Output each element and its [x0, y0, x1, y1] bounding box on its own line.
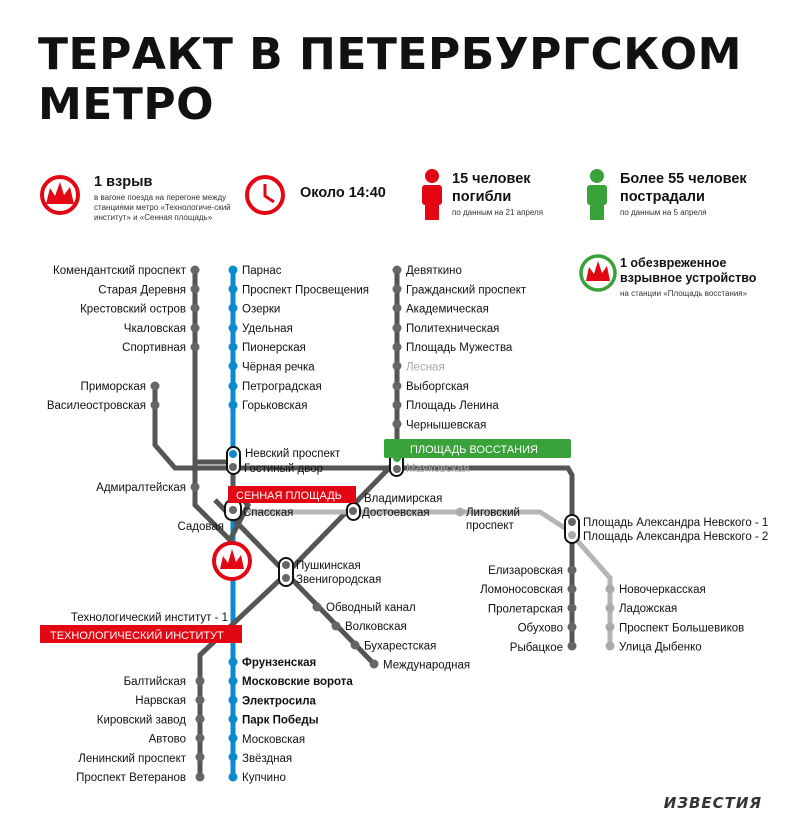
- clock-icon: [245, 175, 285, 215]
- station-label: Международная: [383, 660, 470, 672]
- station-label: Обводный канал: [326, 602, 416, 614]
- station-label: Девяткино: [406, 265, 462, 277]
- station-label: Звенигородская: [296, 574, 381, 586]
- station-label: Владимирская: [364, 493, 442, 505]
- sennaya-label: СЕННАЯ ПЛОЩАДЬ: [236, 490, 342, 502]
- station-label: Крестовский остров: [80, 304, 186, 316]
- station-label: Старая Деревня: [98, 284, 186, 296]
- explosion-icon: [40, 175, 80, 215]
- station-label: Технологический институт - 1: [71, 612, 228, 624]
- station-label: Балтийская: [124, 676, 186, 688]
- bomb-defused-icon: [579, 254, 617, 292]
- station-label: Кировский завод: [97, 714, 187, 726]
- vosstaniya-label: ПЛОЩАДЬ ВОССТАНИЯ: [410, 444, 538, 456]
- station-label: Московские ворота: [242, 676, 353, 688]
- explosions-note: в вагоне поезда на перегоне между станци…: [94, 193, 231, 222]
- station-label: Площадь Ленина: [406, 400, 499, 412]
- station-dots-dark: [150, 265, 615, 782]
- station-label: Обухово: [518, 623, 563, 635]
- station-label: Лесная: [406, 362, 445, 374]
- station-label: Спасская: [243, 507, 293, 519]
- station-label: Пушкинская: [296, 560, 361, 572]
- station-label: Проспект Ветеранов: [76, 772, 186, 784]
- station-label: Парнас: [242, 265, 282, 277]
- station-label: Озерки: [242, 304, 280, 316]
- explosion-icon: [212, 541, 252, 581]
- station-label: Удельная: [242, 323, 293, 335]
- station-label: Маяковская: [406, 463, 470, 475]
- person-icon: [587, 169, 607, 220]
- station-label: Политехническая: [406, 323, 499, 335]
- time-label: Около 14:40: [300, 185, 386, 201]
- station-label: Площадь Александра Невского - 2: [583, 531, 768, 543]
- station-label: Спортивная: [122, 342, 186, 354]
- line-dark-se: [213, 498, 377, 667]
- station-label: Автово: [149, 734, 186, 746]
- station-label: Улица Дыбенко: [619, 642, 702, 654]
- killed-note: по данным на 21 апреля: [452, 208, 544, 217]
- station-label: Чкаловская: [124, 323, 186, 335]
- station-label: Проспект Большевиков: [619, 622, 744, 634]
- station-label: Чёрная речка: [242, 362, 315, 374]
- tech-banner: ТЕХНОЛОГИЧЕСКИЙ ИНСТИТУТ: [40, 625, 242, 643]
- station-label: Звёздная: [242, 753, 292, 765]
- station-label: Бухарестская: [364, 640, 436, 652]
- station-label: Адмиралтейская: [96, 482, 186, 494]
- person-icon: [422, 169, 442, 220]
- station-label: Выборгская: [406, 381, 469, 393]
- izvestia-logo: ИЗВЕСТИЯ: [663, 794, 762, 812]
- station-label: Площадь Мужества: [406, 342, 513, 354]
- station-label: Елизаровская: [488, 565, 563, 577]
- station-label: Чернышевская: [406, 419, 486, 431]
- station-label: Горьковская: [242, 400, 307, 412]
- sennaya-banner: СЕННАЯ ПЛОЩАДЬ: [228, 486, 356, 503]
- station-label: Электросила: [242, 695, 317, 707]
- station-label: Ломоносовская: [480, 584, 563, 596]
- page-title: ТЕРАКТ В ПЕТЕРБУРГСКОМ МЕТРО: [38, 29, 742, 130]
- tech-banner-label: ТЕХНОЛОГИЧЕСКИЙ ИНСТИТУТ: [50, 629, 224, 642]
- station-label: Московская: [242, 734, 305, 746]
- station-label: Пионерская: [242, 342, 306, 354]
- station-label: Нарвская: [135, 695, 186, 707]
- station-label: Академическая: [406, 304, 489, 316]
- vosstaniya-banner: ПЛОЩАДЬ ВОССТАНИЯ: [384, 439, 571, 458]
- station-label: Площадь Александра Невского - 1: [583, 517, 768, 529]
- defused-label: 1 обезвреженное взрывное устройство: [620, 256, 757, 285]
- station-label: Новочеркасская: [619, 584, 706, 596]
- station-label: Пролетарская: [488, 603, 563, 615]
- station-dots: [228, 265, 238, 782]
- station-label: Петроградская: [242, 381, 322, 393]
- station-label: Проспект Просвещения: [242, 284, 369, 296]
- station-label: Волковская: [345, 621, 407, 633]
- station-label: Комендантский проспект: [53, 265, 187, 277]
- station-label: Рыбацкое: [510, 642, 563, 654]
- defused-note: на станции «Площадь восстания»: [620, 289, 748, 298]
- station-label: проспект: [466, 520, 515, 532]
- station-label: Фрунзенская: [242, 657, 316, 669]
- station-label: Садовая: [177, 521, 224, 533]
- killed-label: 15 человек погибли: [452, 171, 531, 205]
- station-label: Достоевская: [362, 507, 430, 519]
- station-label: Гражданский проспект: [406, 284, 527, 296]
- injured-label: Более 55 человек пострадали: [620, 171, 747, 205]
- station-label: Парк Победы: [242, 715, 319, 727]
- station-label: Василеостровская: [47, 400, 146, 412]
- station-label: Ладожская: [619, 603, 677, 615]
- station-label: Гостиный двор: [244, 463, 323, 475]
- station-label: Лиговский: [466, 507, 520, 519]
- station-label: Ленинский проспект: [78, 753, 186, 765]
- explosions-count: 1 взрыв: [94, 174, 153, 190]
- station-label: Приморская: [81, 381, 146, 393]
- injured-note: по данным на 5 апреля: [620, 208, 707, 217]
- station-label: Купчино: [242, 772, 286, 784]
- station-label: Невский проспект: [245, 448, 341, 460]
